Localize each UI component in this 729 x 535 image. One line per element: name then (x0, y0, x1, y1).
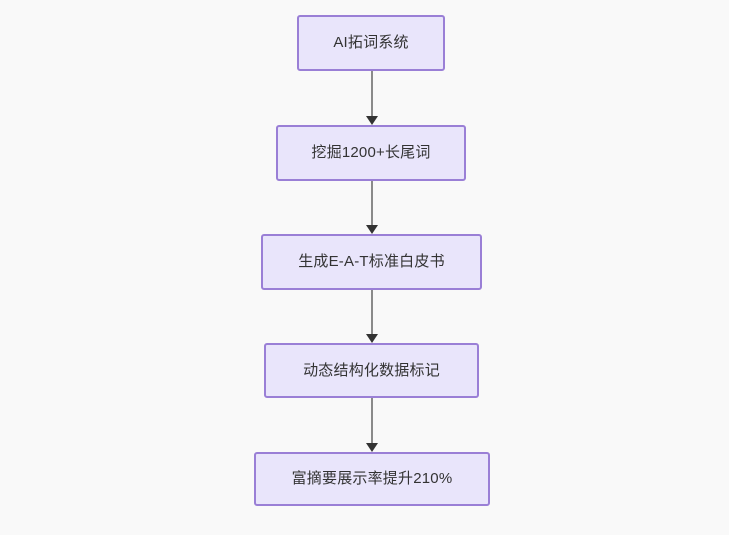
edge-node1-node2 (366, 71, 378, 125)
edge-line (371, 71, 373, 117)
edge-node2-node3 (366, 181, 378, 234)
edge-line (371, 290, 373, 335)
edge-line (371, 181, 373, 226)
edge-node3-node4 (366, 290, 378, 343)
arrowhead-icon (366, 443, 378, 452)
arrowhead-icon (366, 225, 378, 234)
flowchart-node-rich-snippet-rate-increase[interactable]: 富摘要展示率提升210% (254, 452, 490, 506)
node-label: 富摘要展示率提升210% (291, 470, 453, 487)
node-label: 挖掘1200+长尾词 (311, 144, 431, 161)
node-label: 动态结构化数据标记 (303, 361, 440, 379)
node-label: AI拓词系统 (333, 34, 409, 51)
flowchart-node-dynamic-structured-data-markup[interactable]: 动态结构化数据标记 (264, 343, 479, 398)
node-label: 生成E-A-T标准白皮书 (298, 253, 445, 270)
edge-node4-node5 (366, 398, 378, 452)
arrowhead-icon (366, 334, 378, 343)
arrowhead-icon (366, 116, 378, 125)
flowchart-node-ai-keyword-system[interactable]: AI拓词系统 (297, 15, 445, 71)
edge-line (371, 398, 373, 444)
flowchart-node-generate-eat-whitepaper[interactable]: 生成E-A-T标准白皮书 (261, 234, 482, 290)
flowchart-node-mine-longtail-keywords[interactable]: 挖掘1200+长尾词 (276, 125, 466, 181)
